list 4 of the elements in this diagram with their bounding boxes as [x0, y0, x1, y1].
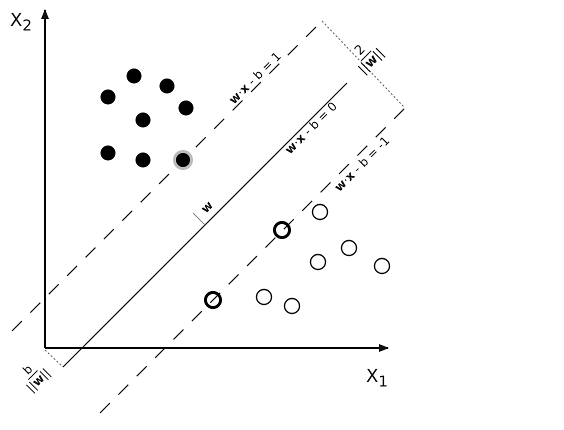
vector-label: w: [198, 198, 216, 216]
equation-label: w·x - b = 1: [226, 50, 284, 106]
axis-label: X$_{2}$: [10, 12, 32, 34]
axis-label: X$_{1}$: [366, 368, 388, 390]
